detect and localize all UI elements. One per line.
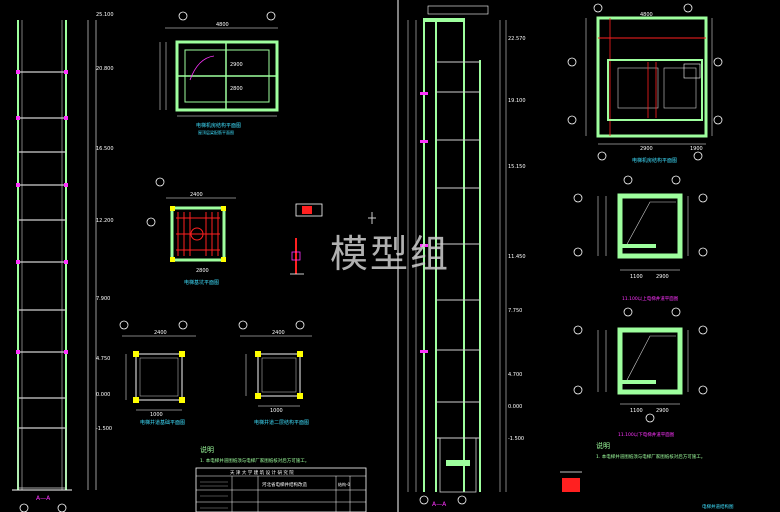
right-roof-plan: [567, 3, 723, 161]
notes-heading: 说明: [596, 441, 610, 450]
dim-label: 1100: [630, 274, 643, 280]
machine-room-plan: [159, 11, 279, 117]
elev-label: -1.500: [96, 426, 112, 432]
title-block: [195, 467, 367, 512]
elev-label: 22.570: [508, 36, 526, 42]
title-block-project: 河北省电梯井结构改造: [262, 481, 307, 488]
elev-label: -1.500: [508, 436, 524, 442]
dim-label: 1100: [630, 408, 643, 414]
right-section: [407, 5, 582, 505]
dim-label: 4800: [216, 22, 229, 28]
dim-label: 4800: [640, 12, 653, 18]
dim-label: 2800: [230, 86, 243, 92]
dim-label: 2400: [190, 192, 203, 198]
elev-label: 25.100: [96, 12, 114, 18]
detail-small: [290, 203, 323, 275]
elev-label: 7.900: [96, 296, 110, 302]
dim-label: 1000: [270, 408, 283, 414]
notes-line: 1. 本电梯井道图纸须与电梯厂家图纸核对后方可施工。: [200, 457, 309, 464]
section-label: A—A: [36, 495, 51, 502]
elev-label: 4.700: [508, 372, 522, 378]
elev-label: 7.750: [508, 308, 522, 314]
dim-label: 2400: [272, 330, 285, 336]
elev-label: 0.000: [508, 404, 522, 410]
elev-label: 11.450: [508, 254, 526, 260]
plan-title: 电梯机房结构平面图: [632, 157, 677, 164]
plan-title: 电梯井道二层结构平面图: [254, 419, 309, 426]
section-label: A—A: [432, 501, 447, 508]
elev-label: 12.200: [96, 218, 114, 224]
pit-plan: [146, 177, 236, 262]
plan-title: 电梯井道基础平面图: [140, 419, 185, 426]
dim-label: 1000: [150, 412, 163, 418]
title-block-sheet: 结构-0: [338, 481, 350, 487]
right-plan-2: [573, 307, 708, 423]
plan-title: 11.100以下电梯井道平面图: [618, 431, 675, 438]
typical-plan-a: [119, 320, 196, 411]
plan-title: 电梯机房结构平面图: [196, 122, 241, 129]
title-block-org: 天 津 大 学 建 筑 设 计 研 究 院: [230, 469, 294, 476]
dim-label: 2400: [154, 330, 167, 336]
elev-label: 20.800: [96, 66, 114, 72]
left-section: [12, 20, 97, 512]
elev-label: 16.500: [96, 146, 114, 152]
plan-title: 电梯基坑平面图: [184, 279, 219, 286]
typical-plan-b: [238, 320, 312, 407]
left-elevations: 25.100 20.800 16.500 12.200 7.900 4.750 …: [96, 12, 114, 432]
right-elevations: 22.570 19.100 15.150 11.450 7.750 4.700 …: [508, 36, 526, 442]
watermark: 模型组: [330, 232, 451, 276]
elev-label: 19.100: [508, 98, 526, 104]
right-plan-1: [573, 175, 708, 271]
dim-label: 2900: [230, 62, 243, 68]
dim-label: 2900: [656, 274, 669, 280]
dim-label: 2800: [196, 268, 209, 274]
dim-label: 2900: [640, 146, 653, 152]
elev-label: 15.150: [508, 164, 526, 170]
sheet-footer: 电梯井道结构图: [702, 503, 734, 510]
plan-subtitle: 屋顶层梁配筋平面图: [198, 129, 234, 135]
notes-line: 1. 本电梯井道图纸须与电梯厂家图纸核对后方可施工。: [596, 453, 705, 460]
dim-label: 2900: [656, 408, 669, 414]
elev-label: 4.750: [96, 356, 110, 362]
dim-label: 1900: [690, 146, 703, 152]
plan-title: 11.100以上电梯井道平面图: [622, 295, 679, 302]
elev-label: 0.000: [96, 392, 110, 398]
notes-heading: 说明: [200, 445, 214, 454]
